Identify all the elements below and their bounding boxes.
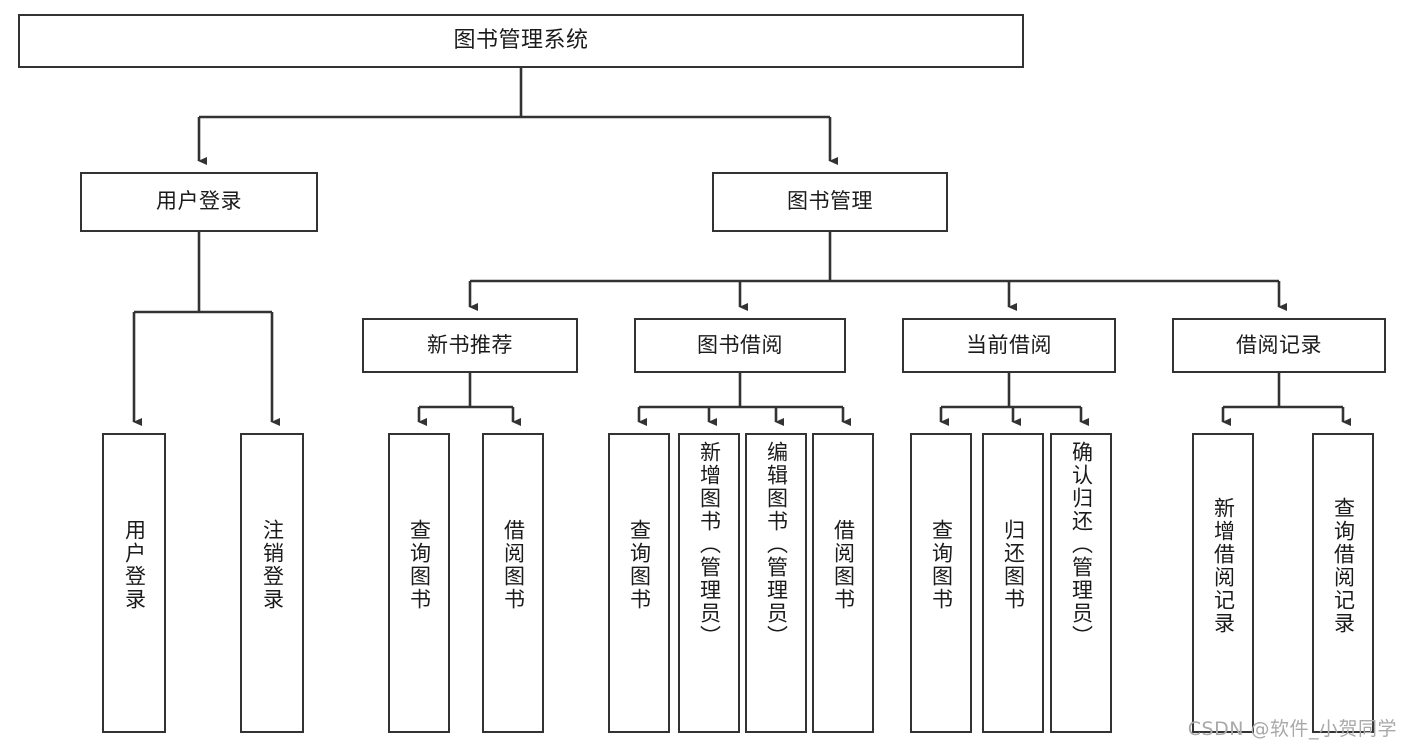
- node-leaf-logout[interactable]: 注销登录: [240, 433, 304, 733]
- node-leaf-logout-label: 注销登录: [260, 519, 285, 611]
- node-book-borrow-label: 图书借阅: [697, 332, 783, 357]
- node-book-borrow[interactable]: 图书借阅: [634, 318, 846, 373]
- node-leaf-user-login-label: 用户登录: [122, 519, 147, 611]
- node-user-login[interactable]: 用户登录: [80, 172, 318, 232]
- node-leaf-query-book-1-label: 查询图书: [407, 519, 432, 611]
- node-leaf-add-record[interactable]: 新增借阅记录: [1192, 433, 1254, 733]
- node-leaf-query-book-3[interactable]: 查询图书: [910, 433, 972, 733]
- node-leaf-confirm-return-admin[interactable]: 确认归还（管理员）: [1050, 433, 1112, 733]
- node-leaf-add-record-label: 新增借阅记录: [1211, 497, 1236, 635]
- node-leaf-query-book-2-label: 查询图书: [627, 519, 652, 611]
- node-leaf-query-record[interactable]: 查询借阅记录: [1312, 433, 1374, 733]
- node-user-login-label: 用户登录: [156, 189, 242, 214]
- node-root-label: 图书管理系统: [453, 27, 589, 53]
- node-book-manage[interactable]: 图书管理: [712, 172, 948, 232]
- node-leaf-add-book-admin[interactable]: 新增图书（管理员）: [678, 433, 740, 733]
- node-new-book-rec-label: 新书推荐: [427, 332, 513, 357]
- node-current-borrow[interactable]: 当前借阅: [902, 318, 1116, 373]
- node-leaf-query-book-2[interactable]: 查询图书: [608, 433, 670, 733]
- node-current-borrow-label: 当前借阅: [966, 332, 1052, 357]
- node-new-book-rec[interactable]: 新书推荐: [362, 318, 578, 373]
- node-root[interactable]: 图书管理系统: [18, 14, 1024, 68]
- node-leaf-query-record-label: 查询借阅记录: [1331, 497, 1356, 635]
- node-leaf-borrow-book-2[interactable]: 借阅图书: [812, 433, 874, 733]
- node-leaf-query-book-3-label: 查询图书: [929, 519, 954, 611]
- node-leaf-query-book-1[interactable]: 查询图书: [388, 433, 450, 733]
- node-leaf-borrow-book-1[interactable]: 借阅图书: [482, 433, 544, 733]
- node-leaf-borrow-book-1-label: 借阅图书: [501, 519, 526, 611]
- node-book-manage-label: 图书管理: [787, 189, 873, 214]
- node-leaf-add-book-admin-label: 新增图书（管理员）: [697, 441, 722, 648]
- node-leaf-borrow-book-2-label: 借阅图书: [831, 519, 856, 611]
- node-leaf-return-book[interactable]: 归还图书: [982, 433, 1044, 733]
- node-borrow-record-label: 借阅记录: [1236, 332, 1322, 357]
- node-leaf-confirm-return-admin-label: 确认归还（管理员）: [1069, 441, 1094, 648]
- node-leaf-user-login[interactable]: 用户登录: [102, 433, 166, 733]
- node-leaf-edit-book-admin[interactable]: 编辑图书（管理员）: [745, 433, 807, 733]
- node-borrow-record[interactable]: 借阅记录: [1172, 318, 1386, 373]
- node-leaf-return-book-label: 归还图书: [1001, 519, 1026, 611]
- node-leaf-edit-book-admin-label: 编辑图书（管理员）: [764, 441, 789, 648]
